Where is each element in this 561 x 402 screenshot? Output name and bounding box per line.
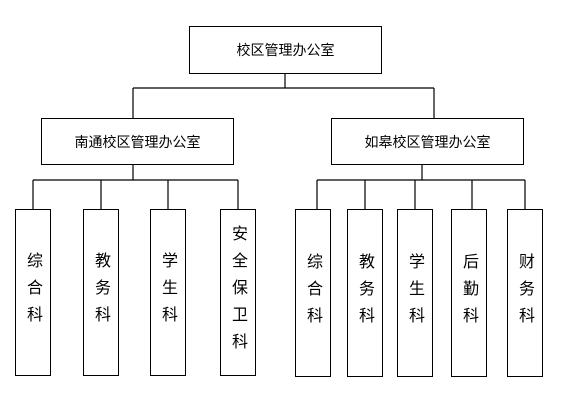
department-node: 学生科 — [150, 209, 186, 376]
department-node: 教务科 — [347, 209, 383, 377]
department-label: 学生科 — [406, 252, 425, 334]
department-node: 教务科 — [83, 209, 119, 376]
campus-node-label: 南通校区管理办公室 — [74, 134, 201, 151]
department-label: 学生科 — [159, 252, 178, 333]
department-label: 综合科 — [24, 252, 43, 333]
department-node: 综合科 — [15, 209, 51, 376]
root-node: 校区管理办公室 — [189, 26, 382, 74]
department-node: 学生科 — [397, 209, 433, 377]
root-node-label: 校区管理办公室 — [236, 43, 335, 59]
department-label: 教务科 — [356, 252, 375, 334]
department-node: 财务科 — [507, 209, 543, 377]
department-node: 安全保卫科 — [220, 209, 256, 376]
campus-node-rugao: 如皋校区管理办公室 — [331, 118, 524, 165]
department-node: 后勤科 — [451, 209, 487, 377]
department-label: 后勤科 — [460, 252, 479, 334]
campus-node-nantong: 南通校区管理办公室 — [41, 118, 234, 165]
department-label: 综合科 — [304, 252, 323, 334]
department-label: 财务科 — [516, 252, 535, 334]
department-label: 教务科 — [92, 252, 111, 333]
department-node: 综合科 — [295, 209, 331, 377]
department-label: 安全保卫科 — [229, 225, 248, 360]
campus-node-label: 如皋校区管理办公室 — [364, 134, 491, 151]
